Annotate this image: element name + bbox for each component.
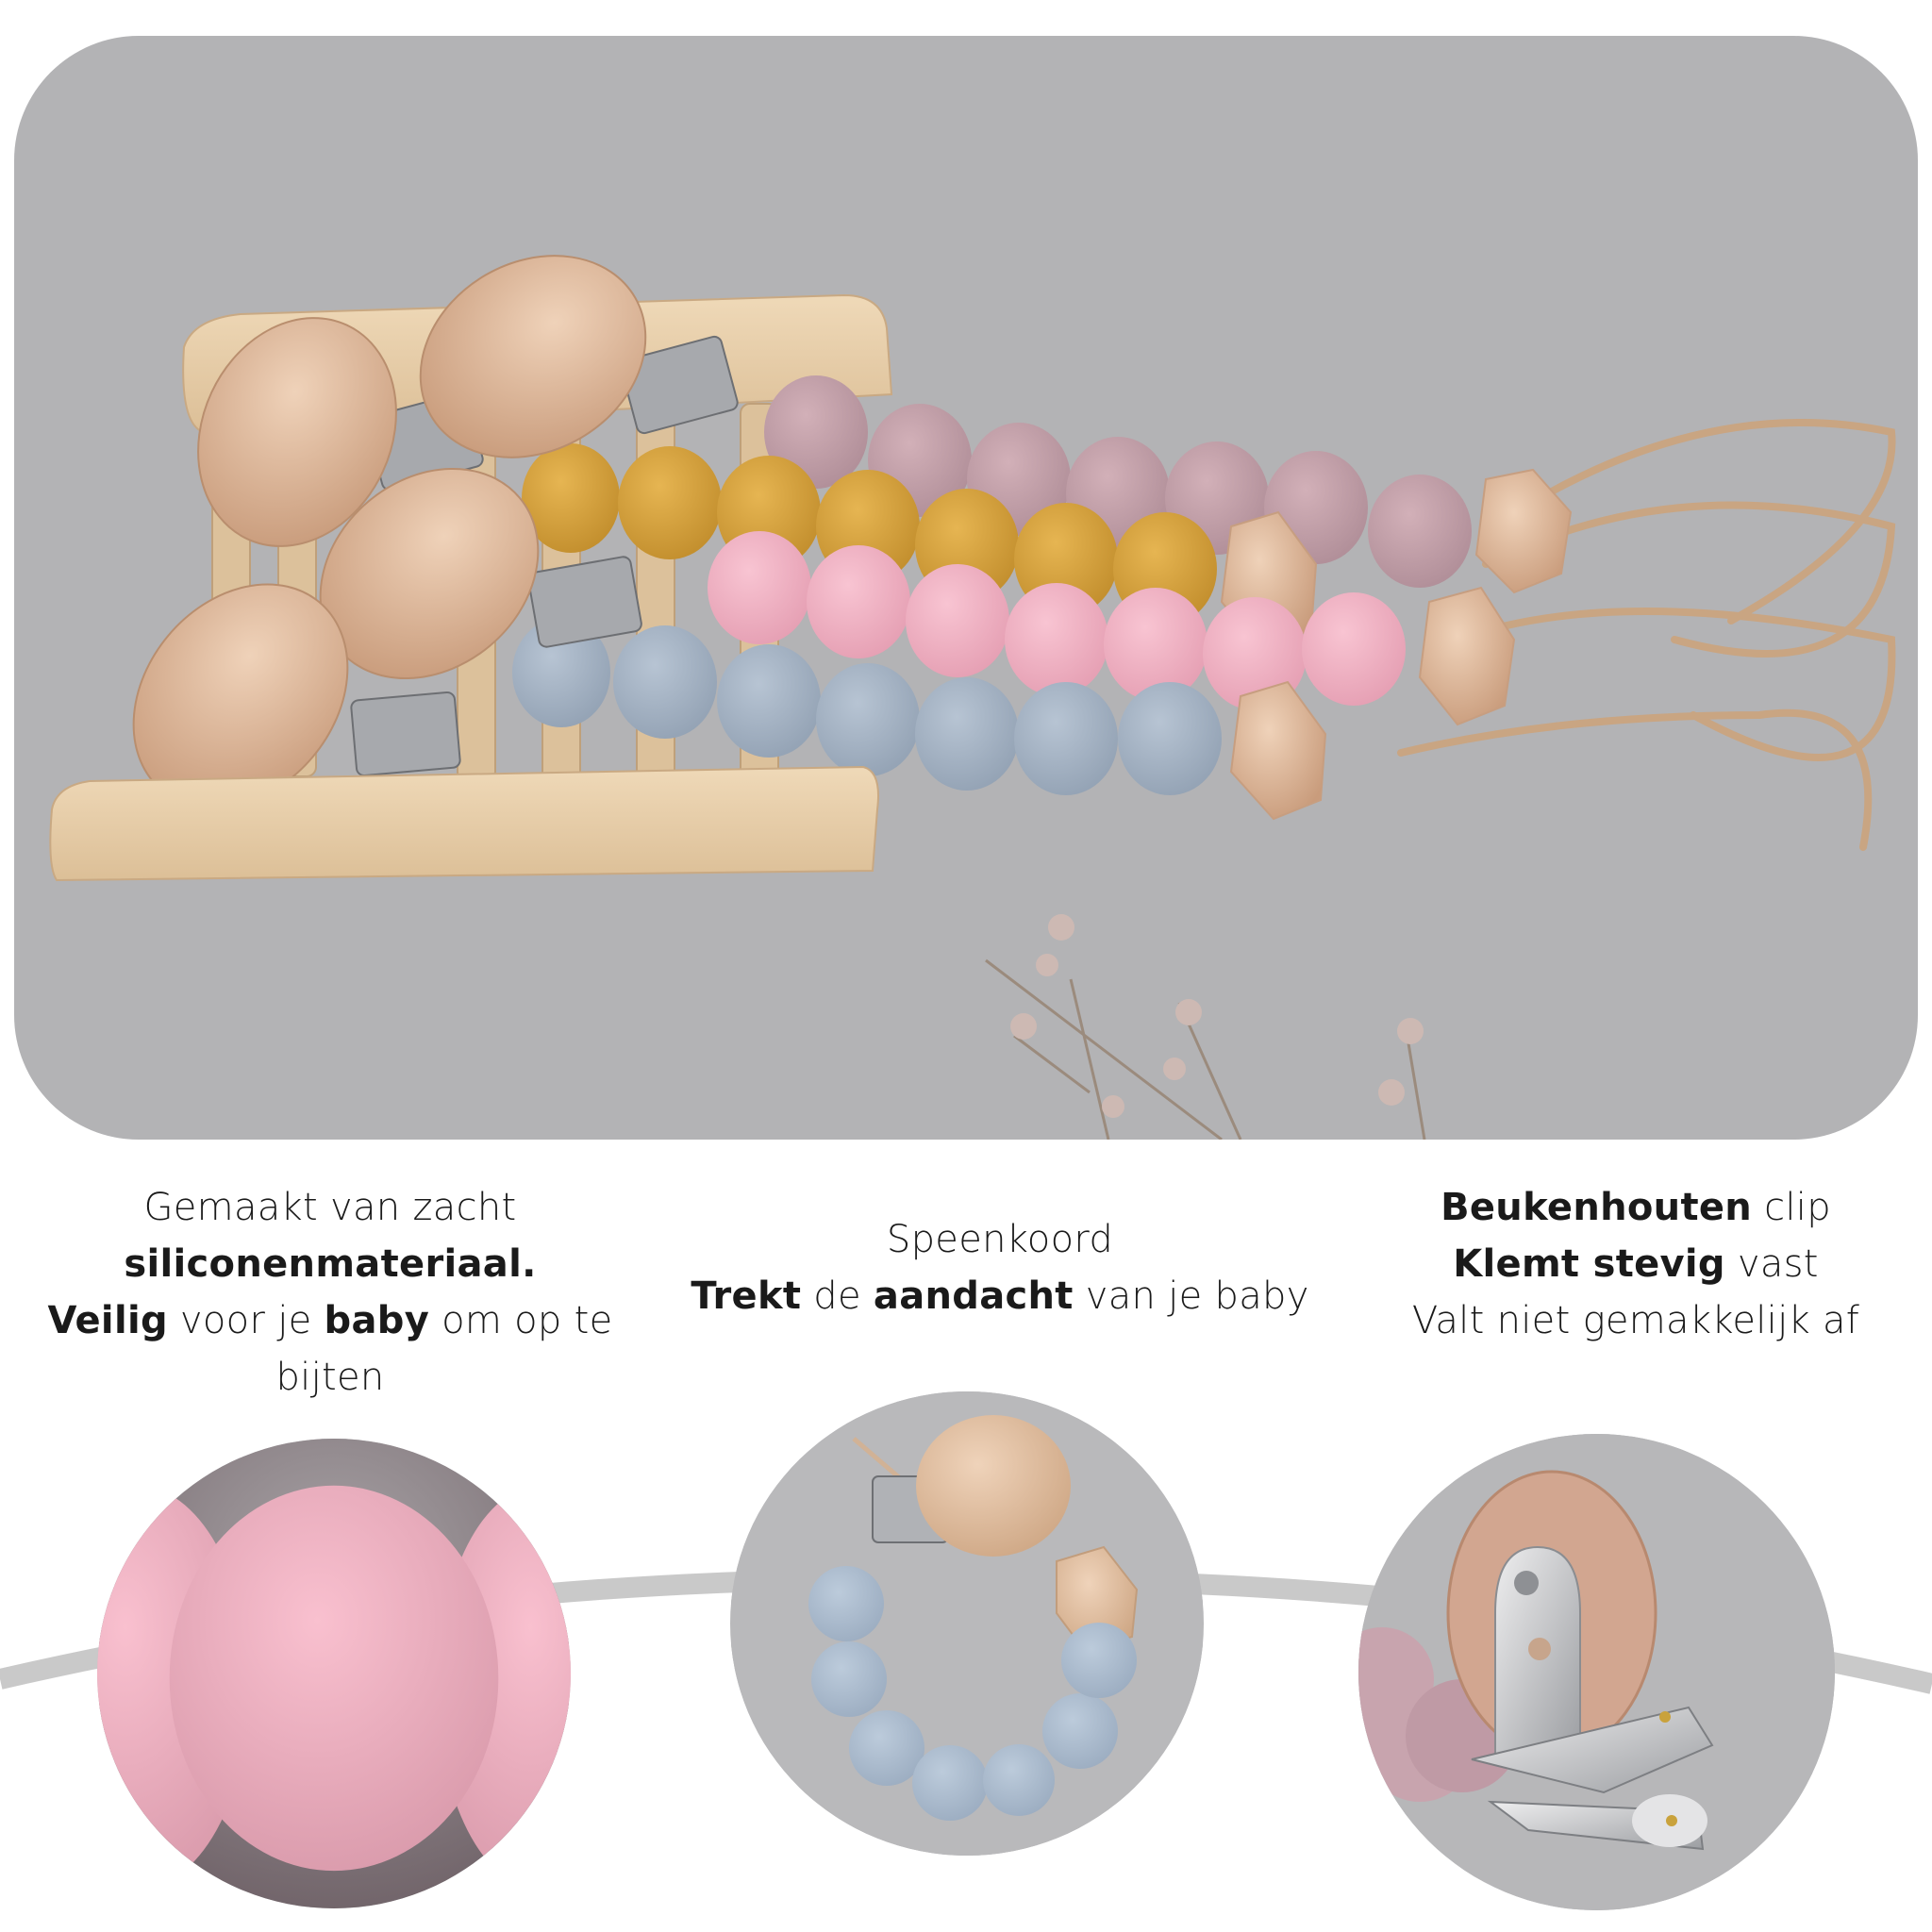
feature-line: Speenkoord — [886, 1218, 1114, 1261]
detail-circles-row — [0, 1377, 1932, 1932]
stand-front-bar — [49, 765, 879, 882]
hex-bead-pink — [1418, 586, 1516, 726]
feature-line: Veilig voor je baby om op te — [47, 1299, 613, 1342]
detail-circle-beech-clip — [1358, 1434, 1835, 1910]
pink-bead-closeup — [97, 1439, 571, 1908]
feature-line: Gemaakt van zacht — [143, 1186, 517, 1229]
detail-circle-pacifier-cord — [730, 1391, 1204, 1856]
pacifier-clips-photo — [49, 255, 1896, 1140]
hex-bead-mauve — [1474, 468, 1573, 594]
feature-line: Trekt de aandacht van je baby — [691, 1274, 1309, 1318]
product-hero-image — [14, 36, 1918, 1140]
feature-line: Klemt stevig vast — [1453, 1242, 1819, 1286]
cords — [1397, 419, 1896, 851]
blue-bead-row — [512, 618, 1222, 795]
detail-circle-silicone-bead — [97, 1439, 571, 1908]
feature-line: Valt niet gemakkelijk af — [1411, 1299, 1860, 1342]
feature-line: siliconenmateriaal. — [124, 1242, 537, 1286]
wooden-clip-discs — [132, 255, 647, 809]
feature-line: Beukenhouten clip — [1441, 1186, 1831, 1229]
feature-beech-clip: Beukenhouten clip Klemt stevig vast Valt… — [1340, 1179, 1932, 1349]
wood-clip-closeup — [1358, 1434, 1835, 1910]
feature-line: bijten — [275, 1356, 385, 1399]
dried-flowers — [985, 958, 1426, 1140]
hex-bead-blue — [1229, 680, 1327, 821]
feature-silicone-material: Gemaakt van zacht siliconenmateriaal. Ve… — [0, 1179, 660, 1406]
feature-text-row: Gemaakt van zacht siliconenmateriaal. Ve… — [0, 1179, 1932, 1415]
feature-pacifier-cord: Speenkoord Trekt de aandacht van je baby — [641, 1211, 1358, 1324]
flower-buds — [1010, 914, 1424, 1118]
blue-pacifier-clip — [731, 1391, 1203, 1856]
pink-bead-row — [708, 531, 1406, 710]
